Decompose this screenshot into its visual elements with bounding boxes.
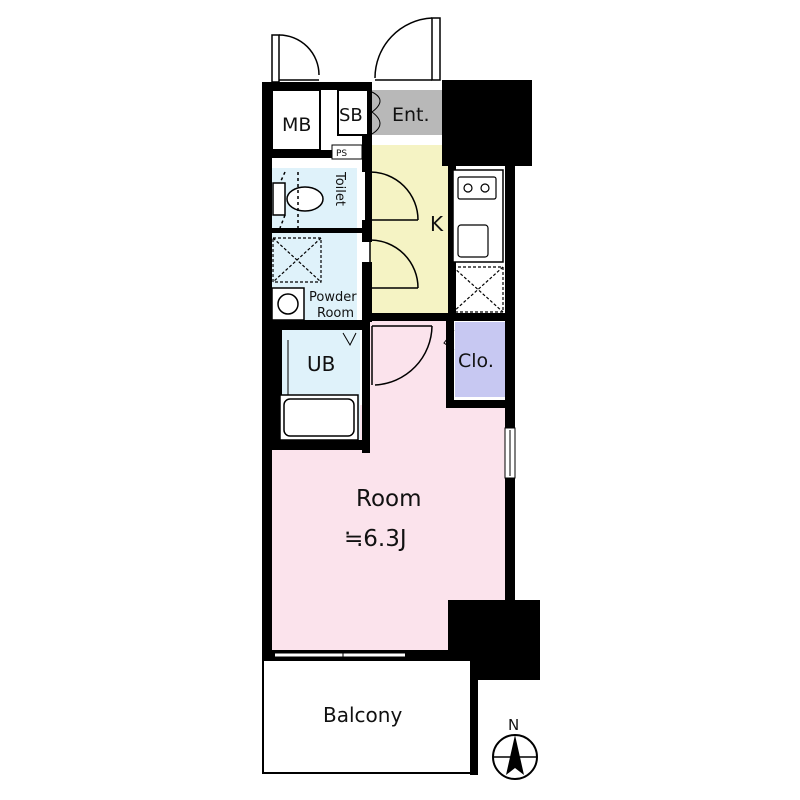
powder-door: [369, 239, 419, 289]
closet-door: [443, 329, 455, 351]
room-label: Room: [356, 486, 422, 512]
balcony-label: Balcony: [323, 703, 402, 727]
closet-area: [455, 322, 505, 397]
closet-label: Clo.: [458, 350, 494, 372]
ub-label: UB: [307, 352, 335, 376]
compass-icon: [492, 734, 538, 780]
meter-box: [271, 89, 321, 151]
kitchen-label: K: [430, 212, 444, 236]
north-label: N: [508, 716, 519, 734]
toilet-icon: [272, 171, 324, 229]
room-door: [371, 325, 433, 386]
pipe-space: [331, 144, 363, 160]
washer-space-icon: [272, 237, 322, 283]
balcony-area: [262, 659, 472, 774]
entrance-label: Ent.: [392, 104, 430, 126]
bathtub-icon: [279, 394, 359, 441]
ub-door: [342, 332, 357, 347]
shoe-box: [337, 89, 369, 136]
toilet-door: [359, 171, 419, 221]
sink-icon: [457, 224, 489, 258]
mb-door: [271, 34, 320, 83]
powder-room-label-line2: Room: [317, 306, 354, 321]
sb-label: SB: [339, 105, 363, 126]
fridge-space-icon: [452, 266, 504, 313]
ps-label: PS: [336, 149, 347, 159]
shoe-box-door: [371, 91, 381, 135]
room-area-upper: [370, 318, 447, 408]
toilet-label: Toilet: [332, 171, 347, 206]
entrance-area: [372, 90, 442, 135]
entrance-door: [374, 17, 441, 81]
stove-icon: [457, 176, 497, 200]
powder-room-label-line1: Powder: [309, 290, 357, 305]
basin-icon: [271, 287, 305, 321]
room-size-label: ≒6.3J: [344, 526, 407, 552]
mb-label: MB: [282, 114, 311, 136]
